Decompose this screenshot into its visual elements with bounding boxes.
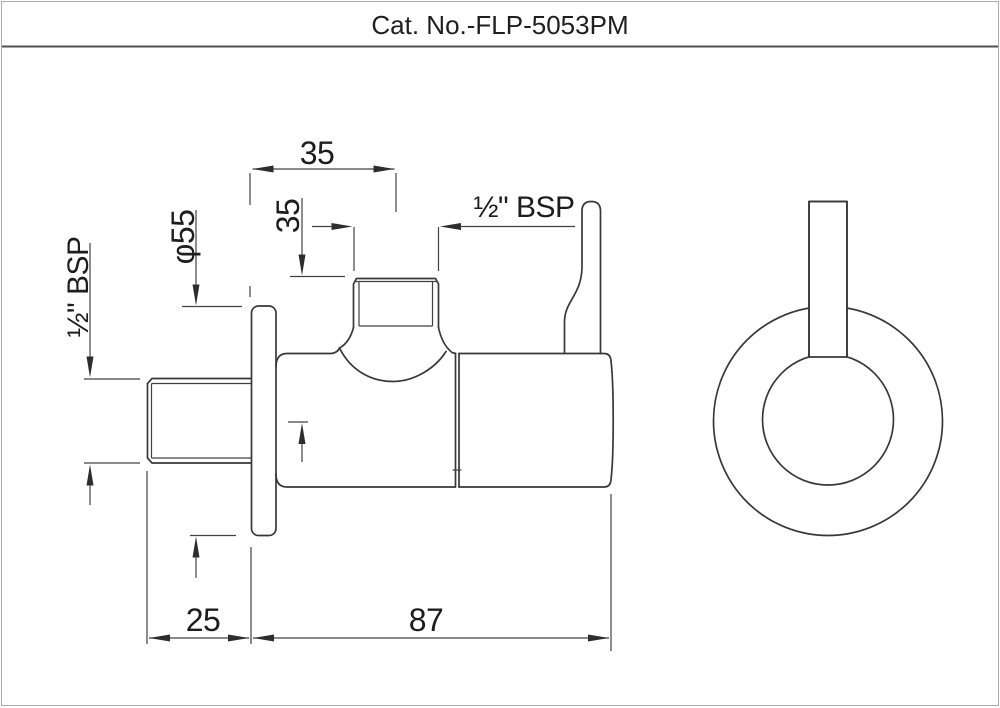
- valve-body: [275, 326, 457, 488]
- bonnet-cap: [458, 352, 615, 488]
- front-view: [712, 200, 944, 537]
- dim-offset-vertical: 35: [270, 198, 345, 462]
- lever-handle-side: [563, 200, 602, 355]
- dim-label-body-length: 87: [409, 602, 444, 638]
- dim-label-35-vertical: 35: [270, 199, 306, 234]
- body-inner-circle: [761, 353, 895, 486]
- lever-bar-mask: [808, 200, 848, 358]
- dim-label-wall-distance: 25: [186, 602, 221, 638]
- lever-bar-front: [808, 200, 848, 358]
- dim-label-flange-diameter: φ55: [165, 210, 201, 265]
- dim-label-35-horizontal: 35: [300, 135, 335, 171]
- catalog-number-title: Cat. No.-FLP-5053PM: [371, 10, 628, 40]
- dim-outlet-thread: ½" BSP: [312, 191, 575, 271]
- dim-wall-distance: 25: [146, 471, 252, 644]
- dim-offset-horizontal: 35: [249, 135, 397, 297]
- inlet-threaded-pipe: [146, 377, 252, 464]
- dim-body-length: 87: [253, 494, 612, 651]
- side-view: [146, 200, 615, 537]
- dim-flange-diameter: φ55: [165, 210, 242, 578]
- bonnet-junction: [452, 352, 462, 488]
- outlet-port: [352, 277, 440, 329]
- dim-inlet-thread: ½" BSP: [62, 236, 140, 505]
- dim-label-outlet-thread: ½" BSP: [473, 191, 574, 224]
- title-block: Cat. No.-FLP-5053PM: [2, 10, 998, 48]
- dim-label-inlet-thread: ½" BSP: [62, 236, 95, 337]
- wall-flange: [250, 305, 277, 537]
